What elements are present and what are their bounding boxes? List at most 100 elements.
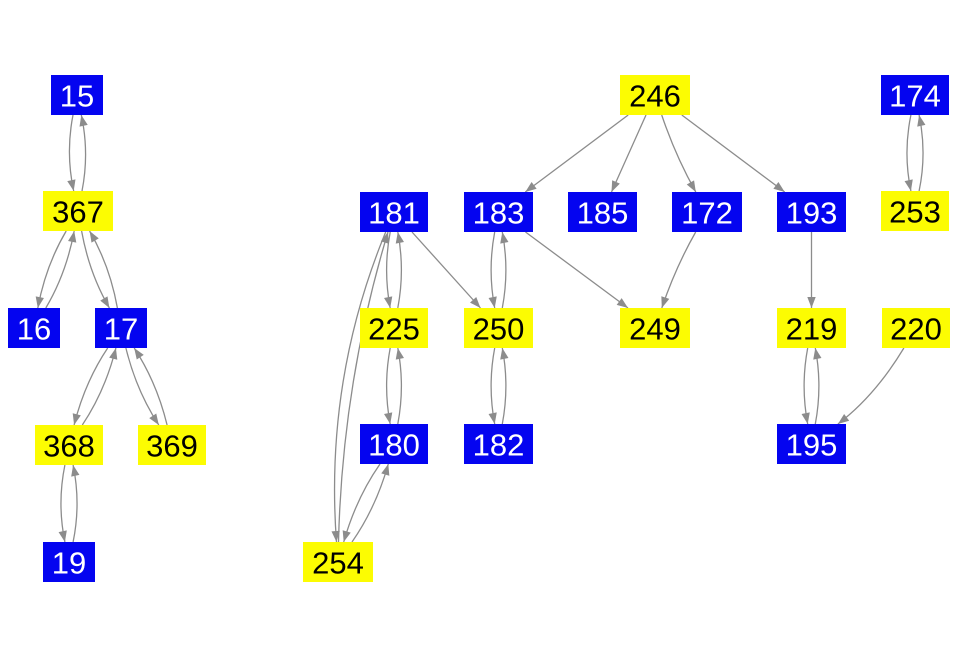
- node-label-254: 254: [312, 546, 364, 581]
- graph-node-219: 219: [777, 308, 846, 348]
- node-label-253: 253: [889, 195, 941, 230]
- node-box-220: [882, 308, 950, 348]
- graph-node-220: 220: [882, 308, 950, 348]
- graph-node-16: 16: [8, 308, 60, 348]
- graph-node-17: 17: [95, 308, 147, 348]
- edge-183-to-250: [488, 231, 497, 309]
- node-layer: 15 367 16 17 368 369 19 246 174 181 183 185 172 193 25…: [8, 75, 950, 582]
- edge-254-to-181: [337, 231, 389, 543]
- edge-219-to-195: [801, 347, 810, 425]
- node-box-182: [464, 424, 533, 464]
- node-label-219: 219: [786, 312, 838, 347]
- edge-220-to-195: [837, 347, 905, 425]
- node-label-185: 185: [577, 196, 629, 231]
- graph-node-225: 225: [360, 308, 428, 348]
- edge-225-to-180: [384, 347, 393, 425]
- graph-node-183: 183: [464, 192, 533, 232]
- node-label-181: 181: [368, 196, 420, 231]
- node-label-16: 16: [17, 312, 51, 347]
- node-box-195: [777, 424, 846, 464]
- graph-node-253: 253: [881, 191, 949, 231]
- graph-node-249: 249: [620, 308, 690, 348]
- edge-layer: [35, 114, 926, 543]
- node-box-16: [8, 308, 60, 348]
- edge-225-to-181: [395, 231, 404, 309]
- edge-182-to-250: [500, 347, 509, 425]
- node-label-172: 172: [681, 196, 733, 231]
- edge-250-to-182: [488, 347, 497, 425]
- edge-195-to-219: [813, 347, 822, 425]
- node-label-246: 246: [629, 79, 681, 114]
- graph-node-182: 182: [464, 424, 533, 464]
- graph-node-19: 19: [43, 542, 95, 582]
- node-box-185: [568, 192, 637, 232]
- graph-node-185: 185: [568, 192, 637, 232]
- node-label-369: 369: [146, 429, 198, 464]
- graph-node-181: 181: [360, 192, 428, 232]
- edge-172-to-249: [661, 231, 697, 309]
- graph-node-250: 250: [464, 308, 533, 348]
- node-label-183: 183: [473, 196, 525, 231]
- node-label-367: 367: [52, 195, 104, 230]
- node-box-19: [43, 542, 95, 582]
- edge-246-to-185: [610, 114, 647, 193]
- edge-174-to-253: [904, 114, 913, 192]
- graph-node-172: 172: [672, 192, 742, 232]
- node-label-195: 195: [786, 428, 838, 463]
- node-box-368: [35, 425, 103, 465]
- edge-246-to-193: [681, 114, 786, 193]
- edge-367-to-16: [35, 230, 67, 309]
- node-box-17: [95, 308, 147, 348]
- node-label-15: 15: [60, 79, 94, 114]
- node-box-174: [881, 75, 949, 115]
- node-box-367: [43, 191, 113, 231]
- node-box-172: [672, 192, 742, 232]
- graph-node-180: 180: [360, 424, 428, 464]
- edge-368-to-19: [58, 464, 67, 543]
- node-box-183: [464, 192, 533, 232]
- graph-node-254: 254: [303, 542, 373, 582]
- edge-250-to-183: [500, 231, 509, 309]
- edge-17-to-367: [89, 230, 119, 309]
- graph-node-369: 369: [138, 425, 206, 465]
- node-box-219: [777, 308, 846, 348]
- node-box-369: [138, 425, 206, 465]
- node-box-253: [881, 191, 949, 231]
- graph-node-246: 246: [620, 75, 690, 115]
- node-box-193: [777, 192, 846, 232]
- edge-369-to-17: [133, 347, 168, 426]
- node-box-181: [360, 192, 428, 232]
- edge-17-to-369: [125, 347, 160, 426]
- edge-181-to-250: [411, 231, 481, 309]
- edge-246-to-172: [661, 114, 697, 193]
- node-box-249: [620, 308, 690, 348]
- node-box-254: [303, 542, 373, 582]
- node-label-249: 249: [629, 312, 681, 347]
- node-label-174: 174: [889, 79, 941, 114]
- graph-node-174: 174: [881, 75, 949, 115]
- edge-254-to-180: [351, 463, 390, 543]
- node-label-250: 250: [473, 312, 525, 347]
- edge-246-to-183: [524, 114, 629, 193]
- node-label-220: 220: [890, 312, 942, 347]
- graph-node-195: 195: [777, 424, 846, 464]
- edge-253-to-174: [917, 114, 926, 192]
- graph-node-193: 193: [777, 192, 846, 232]
- edge-181-to-225: [384, 231, 393, 309]
- graph-node-368: 368: [35, 425, 103, 465]
- edge-19-to-368: [71, 464, 80, 543]
- edge-183-to-249: [525, 231, 629, 309]
- node-label-193: 193: [786, 196, 838, 231]
- edge-180-to-254: [342, 463, 381, 543]
- graph-node-367: 367: [43, 191, 113, 231]
- graph-node-15: 15: [51, 75, 103, 115]
- node-label-19: 19: [52, 546, 86, 581]
- node-box-225: [360, 308, 428, 348]
- node-box-180: [360, 424, 428, 464]
- edge-368-to-17: [81, 347, 118, 426]
- edge-16-to-367: [45, 230, 77, 309]
- edge-15-to-367: [67, 114, 76, 192]
- node-box-250: [464, 308, 533, 348]
